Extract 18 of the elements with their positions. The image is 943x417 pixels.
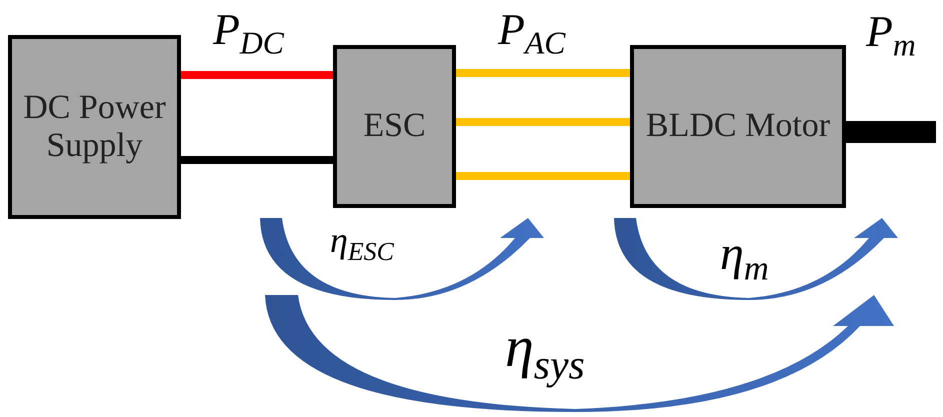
process-box [333,45,456,208]
wire [181,156,333,164]
box-label: BLDC Motor [646,107,830,146]
process-box [630,45,846,208]
efficiency-label: η$_{ESC}$ [330,222,394,265]
wire [456,172,630,180]
wire [456,69,630,77]
wire [181,71,333,79]
box-label: ESC [363,107,426,146]
process-box [8,35,181,219]
power-label: P$_{m}$ [866,10,916,62]
wire [456,118,630,126]
motor-shaft [846,121,936,143]
power-label: P$_{DC}$ [213,8,284,60]
efficiency-label: η$_{sys}$ [505,318,585,388]
efficiency-label: η$_{m}$ [720,230,769,286]
box-label: DC Power Supply [22,88,167,166]
power-label: P$_{AC}$ [498,8,566,60]
